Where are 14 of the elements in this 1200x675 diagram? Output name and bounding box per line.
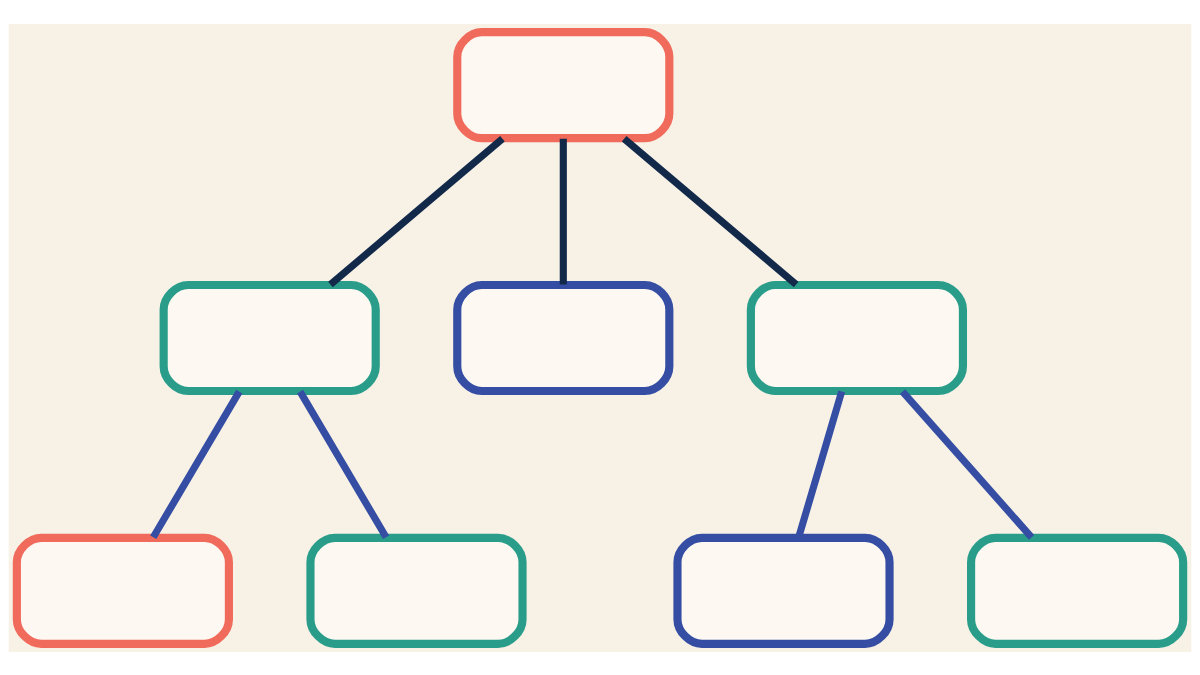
connector xyxy=(150,389,243,539)
node-box xyxy=(12,533,233,648)
connector xyxy=(621,135,799,287)
connector xyxy=(328,135,505,287)
connector xyxy=(297,389,390,539)
node-box xyxy=(453,27,674,142)
node-box xyxy=(746,280,968,395)
node-box xyxy=(453,280,674,395)
connector xyxy=(559,138,567,284)
connector xyxy=(899,388,1035,540)
node-box xyxy=(673,533,894,648)
node-box xyxy=(967,533,1188,648)
node-box xyxy=(306,533,527,648)
node-box xyxy=(159,280,380,395)
